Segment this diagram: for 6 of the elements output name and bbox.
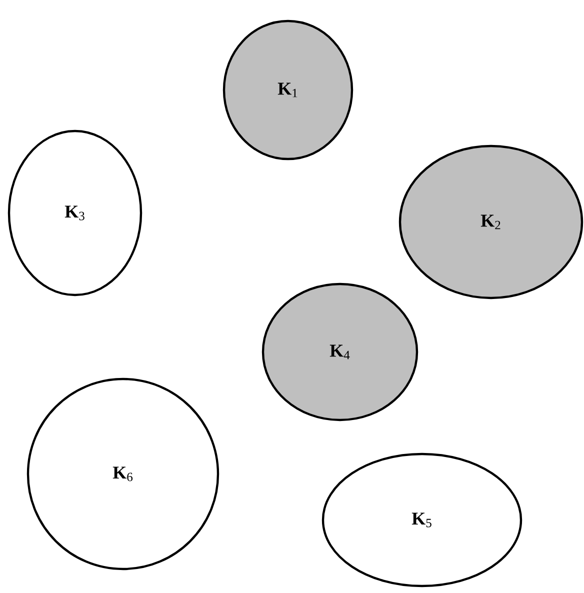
ellipse-node: K$_{3}$ xyxy=(8,130,142,296)
ellipse-node: K$_{2}$ xyxy=(398,144,584,300)
ellipse-node: K$_{5}$ xyxy=(322,452,522,588)
ellipse-node: K$_{4}$ xyxy=(262,282,418,422)
ellipse-node: K$_{6}$ xyxy=(26,378,220,570)
ellipse-node: K$_{1}$ xyxy=(222,20,354,160)
